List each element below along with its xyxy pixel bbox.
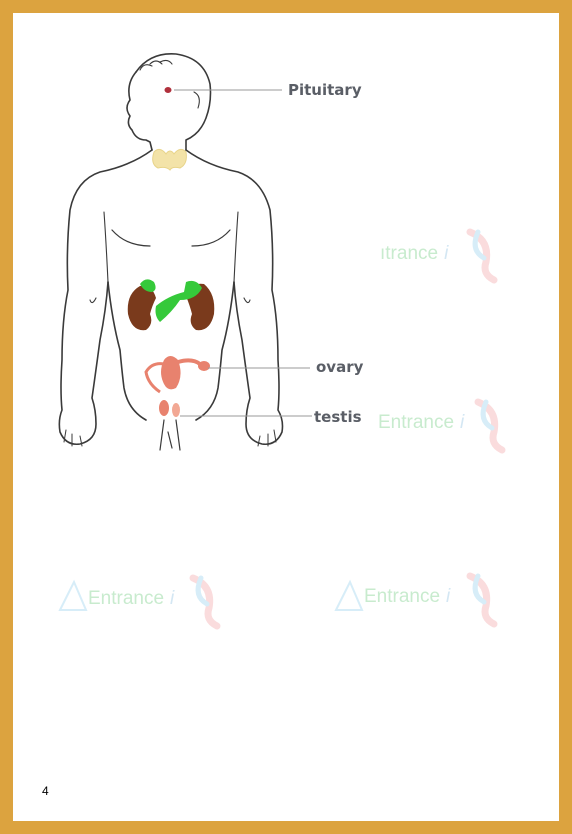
page-number: 4 — [42, 784, 49, 798]
watermark-logo-icon — [478, 402, 502, 450]
watermark-logo-icon — [470, 232, 494, 280]
pituitary-label: Pituitary — [288, 81, 362, 99]
ovary-label: ovary — [316, 358, 363, 376]
watermark-text: Entrancei — [364, 586, 450, 608]
testis-label: testis — [314, 408, 362, 426]
watermark-text: Entrancei — [88, 588, 174, 610]
watermark-text: ıtrancei — [380, 243, 448, 265]
reproductive-organs — [146, 356, 210, 417]
thyroid-gland — [153, 149, 187, 170]
watermark-text: Entrancei — [378, 412, 464, 434]
body-outline — [59, 54, 282, 450]
pituitary-gland — [165, 87, 172, 93]
left-kidney — [128, 286, 156, 330]
